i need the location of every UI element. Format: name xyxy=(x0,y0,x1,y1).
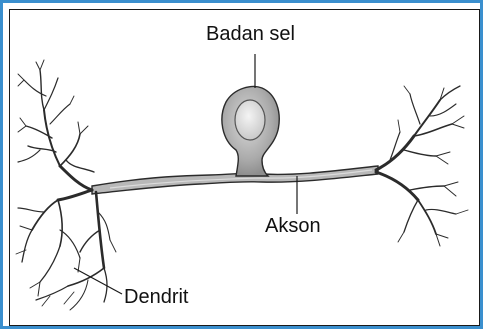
cell-body-label: Badan sel xyxy=(206,24,295,44)
axon-label: Akson xyxy=(265,216,321,236)
dendrite-label: Dendrit xyxy=(124,287,188,307)
dendrite-tree-right xyxy=(376,86,468,246)
cell-body-shape xyxy=(222,87,279,176)
nucleus-shape xyxy=(235,100,265,140)
axon-shape xyxy=(92,166,378,194)
